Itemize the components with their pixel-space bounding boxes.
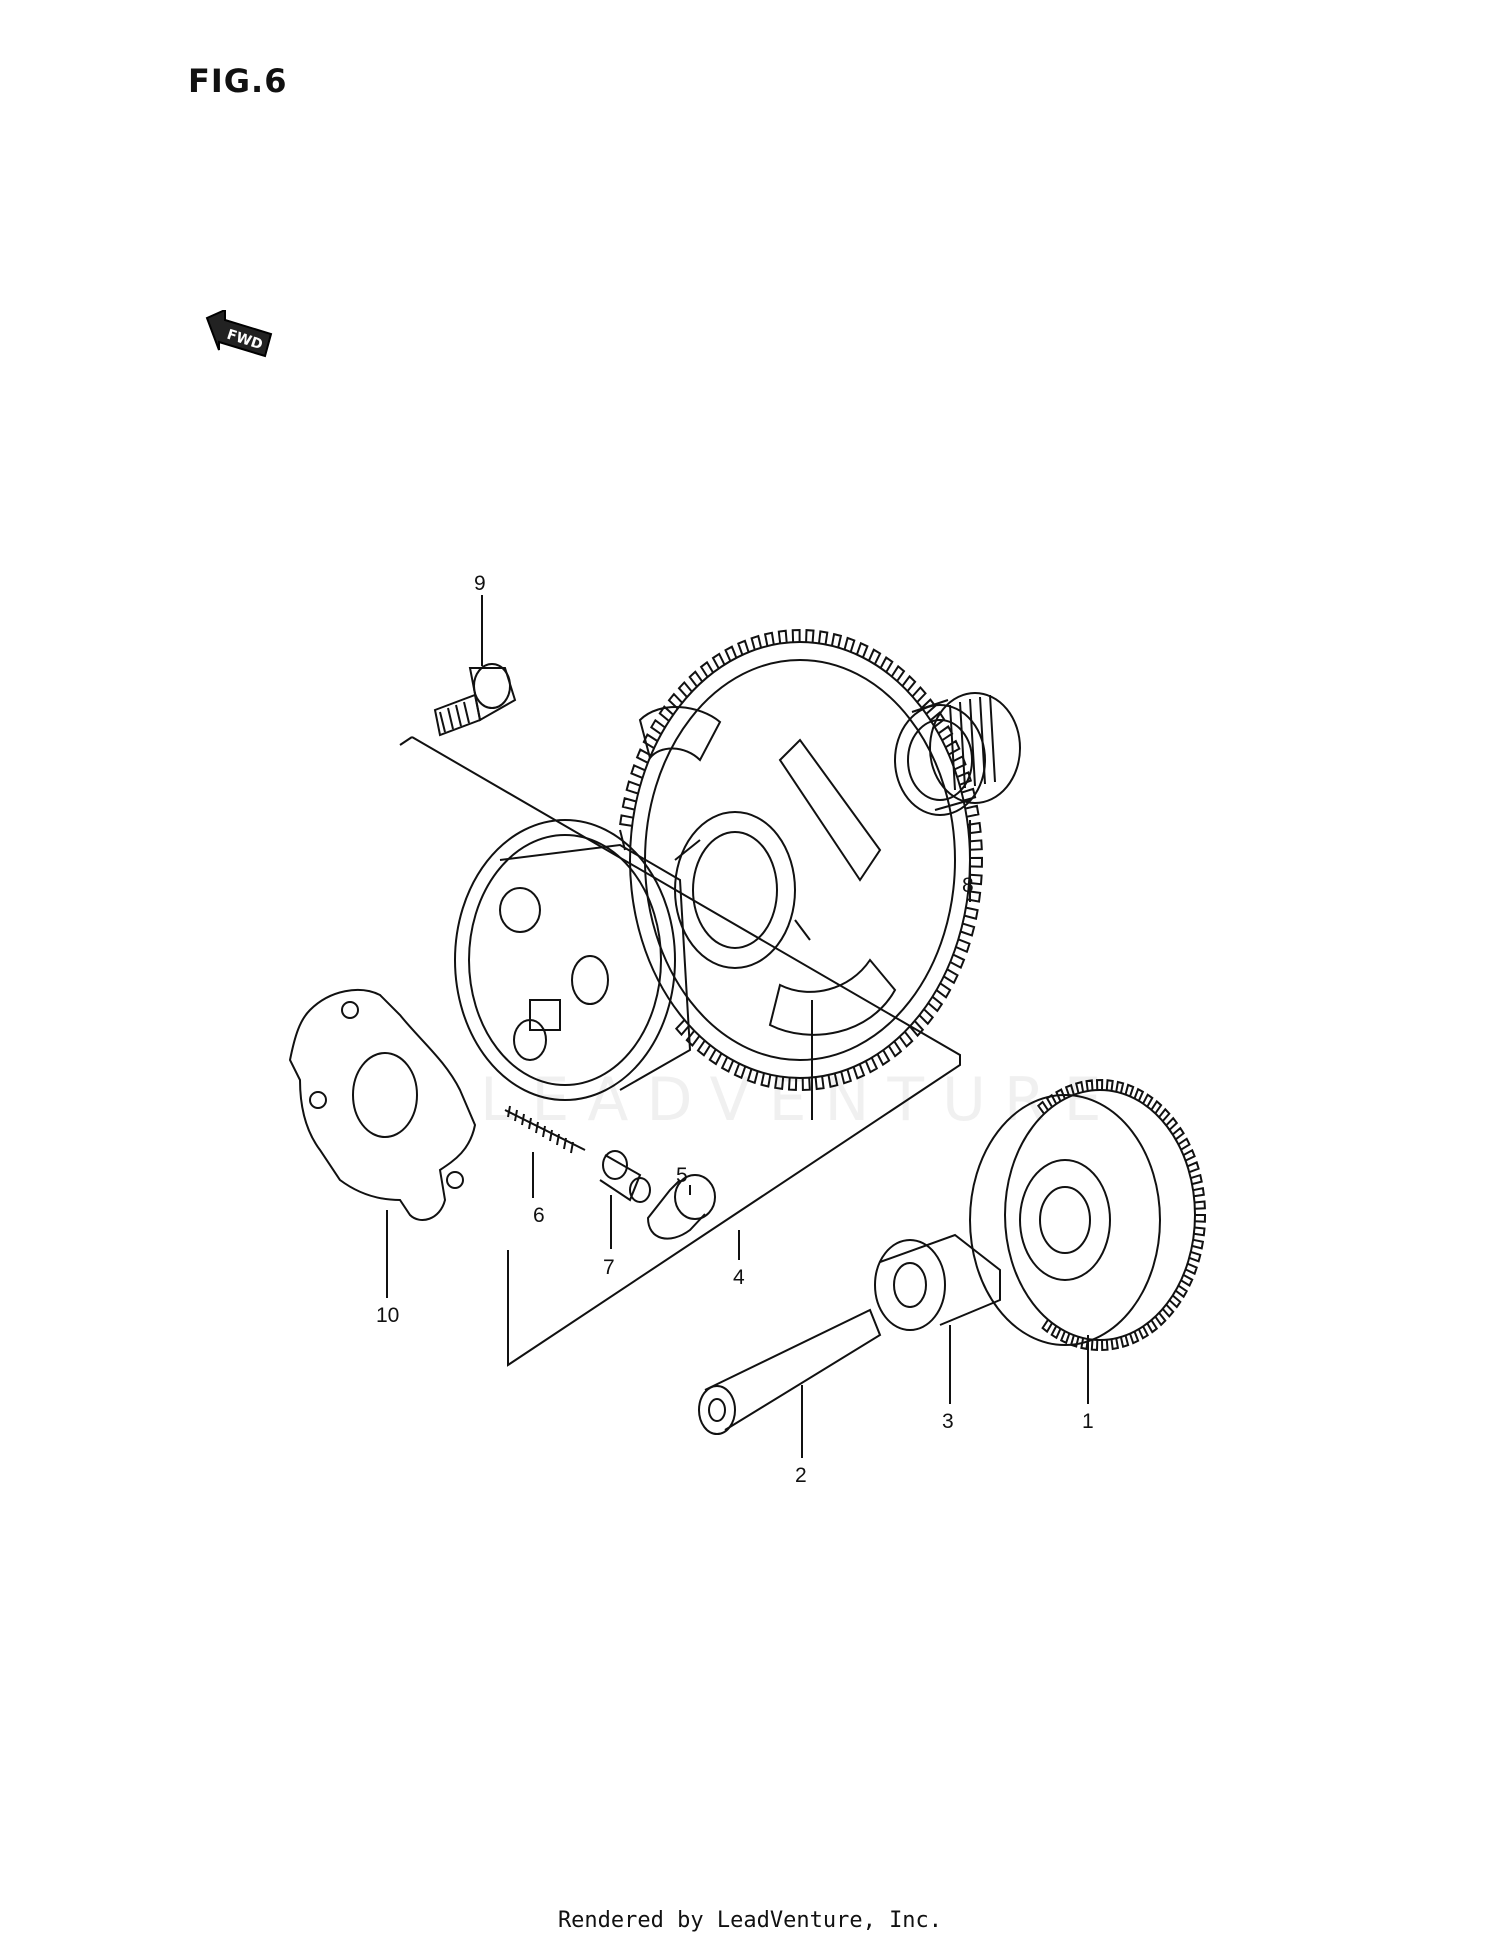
needle-bearing-part-8 [894, 692, 1021, 816]
large-gear-teeth [619, 628, 984, 1092]
gear-part-1 [969, 1089, 1196, 1346]
gear-teeth-path [619, 628, 984, 1092]
callout-8: 8 [962, 874, 974, 897]
clutch-housing [454, 819, 692, 1101]
callout-labels: 9 8 5 6 7 4 10 1 3 2 [376, 572, 1094, 1487]
callout-5: 5 [676, 1164, 688, 1187]
watermark: LEADVENTURE [480, 1065, 1120, 1135]
callout-9: 9 [474, 572, 486, 595]
starter-clutch-hub [674, 811, 811, 969]
spring-part-6 [504, 1105, 586, 1154]
plate-part-10 [288, 989, 477, 1221]
render-credit: Rendered by LeadVenture, Inc. [557, 1908, 943, 1933]
large-starter-gear [629, 641, 971, 1079]
roller-part-5 [646, 1174, 716, 1240]
callout-2: 2 [795, 1464, 807, 1487]
callout-7: 7 [603, 1256, 615, 1279]
small-gear-teeth-path [1036, 1078, 1207, 1352]
callout-1: 1 [1082, 1410, 1094, 1433]
leader-lines [386, 595, 1089, 1458]
figure-title: FIG.6 [188, 62, 288, 100]
callout-6: 6 [533, 1204, 545, 1227]
forward-arrow-icon: FWD [205, 310, 273, 358]
shaft-part-2 [698, 1308, 882, 1435]
gear-part-1-teeth [1036, 1078, 1207, 1352]
plunger-part-7 [599, 1150, 651, 1203]
spacer-part-3 [874, 1233, 1001, 1331]
callout-4: 4 [733, 1266, 745, 1289]
callout-3: 3 [942, 1410, 954, 1433]
bolt-part-9 [433, 663, 517, 737]
callout-10: 10 [376, 1304, 399, 1327]
